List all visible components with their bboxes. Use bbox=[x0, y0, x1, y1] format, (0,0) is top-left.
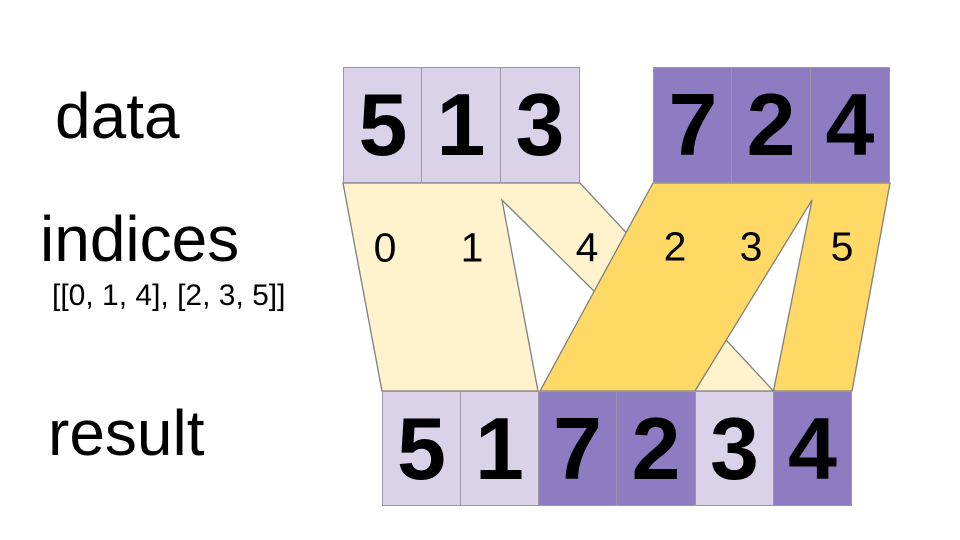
result-row-label: result bbox=[48, 397, 205, 469]
data-cell: 4 bbox=[810, 67, 890, 183]
data-cell: 1 bbox=[421, 67, 501, 183]
data-cell: 2 bbox=[731, 67, 811, 183]
data-cell: 3 bbox=[500, 67, 580, 183]
index-label: 4 bbox=[575, 224, 599, 271]
index-label: 3 bbox=[739, 223, 763, 270]
result-cell: 2 bbox=[616, 391, 696, 506]
indices-value-label: [[0, 1, 4], [2, 3, 5]] bbox=[52, 279, 286, 312]
data-cell: 5 bbox=[343, 67, 423, 183]
result-cell: 1 bbox=[460, 391, 539, 506]
index-label: 5 bbox=[830, 223, 854, 270]
result-cell: 5 bbox=[382, 391, 461, 506]
data-cell: 7 bbox=[653, 67, 733, 183]
index-label: 2 bbox=[663, 223, 687, 270]
data-row-label: data bbox=[55, 80, 180, 152]
indices-row-label: indices bbox=[40, 203, 240, 275]
index-label: 0 bbox=[373, 224, 397, 271]
result-cell: 4 bbox=[773, 391, 852, 506]
index-label: 1 bbox=[460, 224, 484, 271]
result-cell: 7 bbox=[538, 391, 617, 506]
result-cell: 3 bbox=[695, 391, 774, 506]
